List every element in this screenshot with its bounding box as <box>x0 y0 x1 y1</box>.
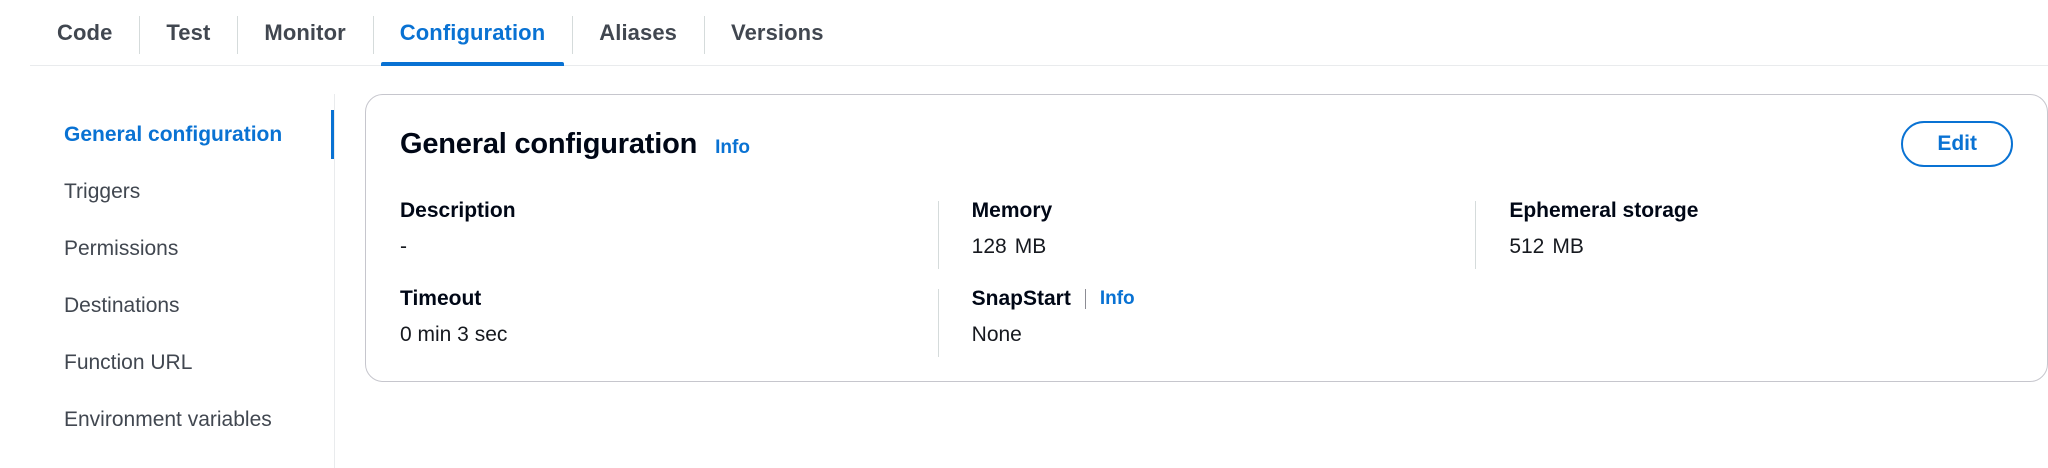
field-label: SnapStart <box>971 287 1071 310</box>
sidebar-item-function-url[interactable]: Function URL <box>0 334 335 391</box>
sidebar-item-general-configuration[interactable]: General configuration <box>0 106 335 163</box>
tab-configuration[interactable]: Configuration <box>372 0 573 66</box>
active-indicator <box>331 110 335 159</box>
field-label: Description <box>400 199 516 222</box>
field-label-row: Description <box>400 199 908 223</box>
field-timeout: Timeout 0 min 3 sec <box>400 287 938 347</box>
label-divider <box>1084 289 1086 309</box>
field-label-row: Memory <box>972 199 1446 223</box>
sidebar-item-label: General configuration <box>64 122 283 146</box>
tab-label: Code <box>57 20 113 45</box>
field-value: 128 MB <box>972 235 1446 259</box>
sidebar-item-permissions[interactable]: Permissions <box>0 220 335 277</box>
sidebar-item-label: Destinations <box>64 293 180 317</box>
tab-label: Versions <box>731 20 824 45</box>
sidebar-item-environment-variables[interactable]: Environment variables <box>0 391 335 448</box>
field-empty-slot <box>1475 287 2013 347</box>
sidebar-item-label: Function URL <box>64 350 193 374</box>
main-panel: General configuration Info Edit Descript… <box>335 94 2048 468</box>
tab-versions[interactable]: Versions <box>704 0 851 66</box>
card-title-group: General configuration Info <box>400 128 750 161</box>
configuration-sidebar: General configuration Triggers Permissio… <box>0 94 335 468</box>
field-ephemeral-storage: Ephemeral storage 512 MB <box>1475 199 2013 269</box>
tab-label: Aliases <box>599 20 678 45</box>
tab-monitor[interactable]: Monitor <box>237 0 372 66</box>
tab-label: Test <box>166 20 211 45</box>
tab-label: Configuration <box>399 20 546 45</box>
field-value-number: 128 <box>971 235 1007 258</box>
field-label: Memory <box>971 199 1053 222</box>
edit-button[interactable]: Edit <box>1901 121 2013 167</box>
info-link[interactable]: Info <box>1099 288 1135 309</box>
field-value-unit: MB <box>1014 235 1047 258</box>
sidebar-item-label: Environment variables <box>64 407 272 431</box>
configuration-fields-grid: Description - Memory 128 MB Ephemeral sto… <box>400 199 2013 357</box>
tab-label: Monitor <box>264 20 346 45</box>
field-value: 512 MB <box>1509 235 1983 259</box>
field-value: None <box>971 323 1022 346</box>
page-title: General configuration <box>400 127 698 160</box>
sidebar-item-label: Triggers <box>64 179 141 203</box>
field-description: Description - <box>400 199 938 259</box>
field-value: - <box>400 235 407 258</box>
sidebar-item-label: Permissions <box>64 236 179 260</box>
tab-aliases[interactable]: Aliases <box>572 0 704 66</box>
field-label-row: Timeout <box>400 287 908 311</box>
general-configuration-card: General configuration Info Edit Descript… <box>365 94 2048 382</box>
card-header: General configuration Info Edit <box>400 121 2013 167</box>
field-memory: Memory 128 MB <box>937 199 1476 269</box>
field-value: 0 min 3 sec <box>400 323 508 346</box>
tab-test[interactable]: Test <box>139 0 237 66</box>
field-label: Ephemeral storage <box>1509 199 1699 222</box>
field-value-number: 512 <box>1509 235 1545 258</box>
sidebar-item-triggers[interactable]: Triggers <box>0 163 335 220</box>
field-label-row: SnapStart Info <box>972 287 1446 311</box>
tab-bar: Code Test Monitor Configuration Aliases … <box>0 0 2048 66</box>
configuration-content: General configuration Triggers Permissio… <box>0 66 2048 468</box>
field-label: Timeout <box>400 287 482 310</box>
field-snapstart: SnapStart Info None <box>937 287 1476 357</box>
sidebar-item-destinations[interactable]: Destinations <box>0 277 335 334</box>
info-link[interactable]: Info <box>715 136 750 158</box>
field-label-row: Ephemeral storage <box>1509 199 1983 223</box>
tab-code[interactable]: Code <box>30 0 139 66</box>
field-value-unit: MB <box>1552 235 1584 258</box>
